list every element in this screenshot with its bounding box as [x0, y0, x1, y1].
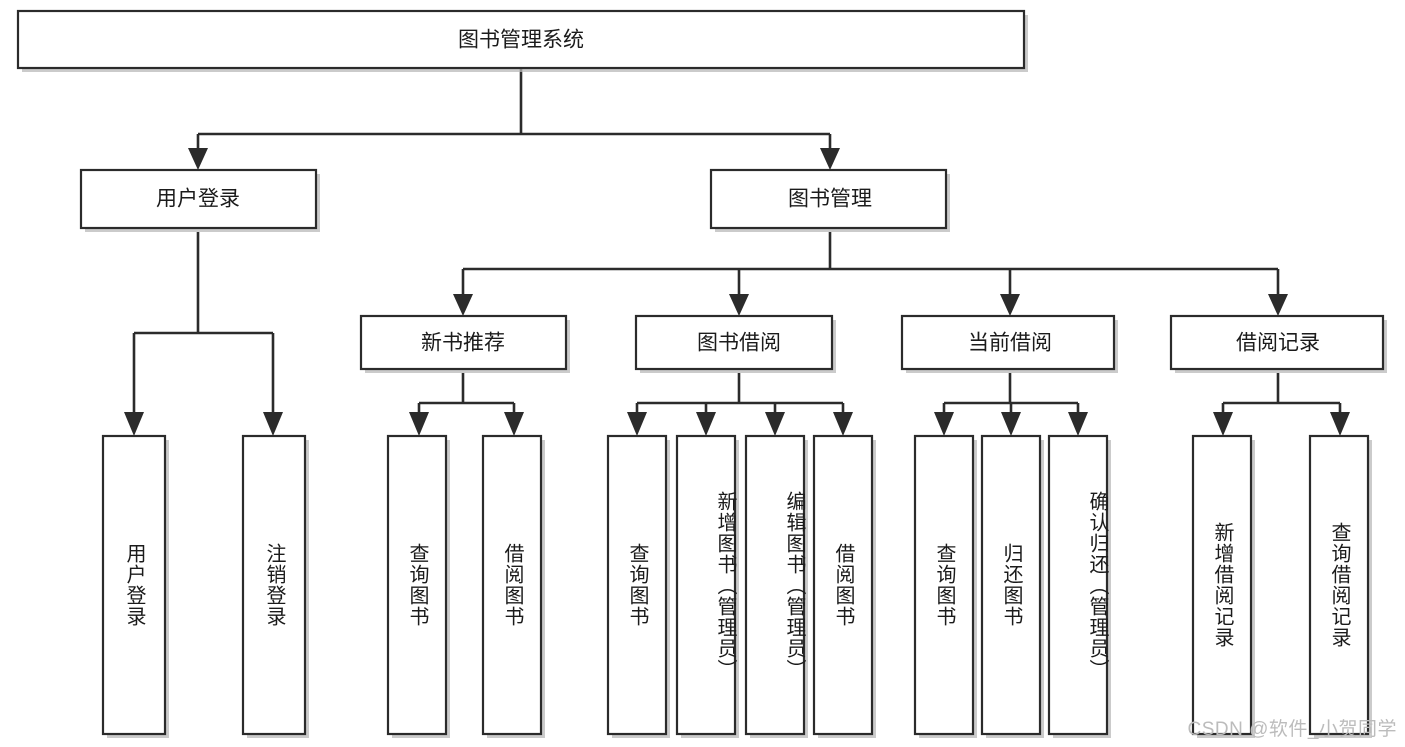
arrow-to-new-book-recommend: [453, 294, 473, 316]
node-layer: 图书管理系统 用户登录 图书管理 新书推荐 图书借阅 当前借阅 借阅记录: [16, 9, 1387, 738]
node-book-management-box[interactable]: [709, 168, 948, 230]
node-book-management-label: 图书管理: [788, 188, 872, 211]
node-new-book-recommend-label: 新书推荐: [421, 332, 505, 355]
node-user-login-label: 用户登录: [156, 188, 240, 211]
node-book-borrow-box[interactable]: [634, 314, 834, 371]
node-leaf-borrow-book-1-box[interactable]: [481, 434, 543, 736]
arrow-to-user-login: [188, 148, 208, 170]
arrow-leaf-logout-login: [263, 412, 283, 436]
node-leaf-return-book-box[interactable]: [980, 434, 1042, 736]
arrow-leaf-edit-book: [765, 412, 785, 436]
arrow-leaf-borrow-book-1: [504, 412, 524, 436]
node-leaf-query-book-2-box[interactable]: [606, 434, 668, 736]
arrow-leaf-return-book: [1001, 412, 1021, 436]
connector-layer: [124, 68, 1350, 436]
node-user-login-box[interactable]: [79, 168, 318, 230]
node-leaf-user-login-box[interactable]: [101, 434, 167, 736]
node-leaf-add-record-box[interactable]: [1191, 434, 1253, 736]
arrow-leaf-query-book-3: [934, 412, 954, 436]
arrow-leaf-query-book-1: [409, 412, 429, 436]
node-leaf-logout-login-box[interactable]: [241, 434, 307, 736]
node-leaf-query-book-1-box[interactable]: [386, 434, 448, 736]
node-leaf-add-book-box[interactable]: [675, 434, 737, 736]
arrow-leaf-user-login: [124, 412, 144, 436]
node-book-borrow-label: 图书借阅: [697, 332, 781, 355]
node-new-book-recommend-box[interactable]: [359, 314, 568, 371]
arrow-to-book-borrow: [729, 294, 749, 316]
node-borrow-record-box[interactable]: [1169, 314, 1385, 371]
node-leaf-confirm-return-box[interactable]: [1047, 434, 1109, 736]
arrow-leaf-add-book: [696, 412, 716, 436]
arrow-to-borrow-record: [1268, 294, 1288, 316]
node-leaf-query-record-box[interactable]: [1308, 434, 1370, 736]
node-current-borrow-box[interactable]: [900, 314, 1116, 371]
arrow-leaf-query-book-2: [627, 412, 647, 436]
node-leaf-borrow-book-2-box[interactable]: [812, 434, 874, 736]
node-leaf-edit-book-box[interactable]: [744, 434, 806, 736]
title-node-box[interactable]: [16, 9, 1026, 70]
node-leaf-query-book-3-box[interactable]: [913, 434, 975, 736]
arrow-leaf-add-record: [1213, 412, 1233, 436]
title-node-label: 图书管理系统: [458, 29, 584, 52]
arrow-to-book-management: [820, 148, 840, 170]
csdn-watermark: CSDN @软件_小贺同学: [1187, 719, 1397, 740]
arrow-leaf-confirm-return: [1068, 412, 1088, 436]
arrow-leaf-query-record: [1330, 412, 1350, 436]
node-borrow-record-label: 借阅记录: [1236, 332, 1320, 355]
arrow-leaf-borrow-book-2: [833, 412, 853, 436]
node-current-borrow-label: 当前借阅: [968, 332, 1052, 355]
arrow-to-current-borrow: [1000, 294, 1020, 316]
